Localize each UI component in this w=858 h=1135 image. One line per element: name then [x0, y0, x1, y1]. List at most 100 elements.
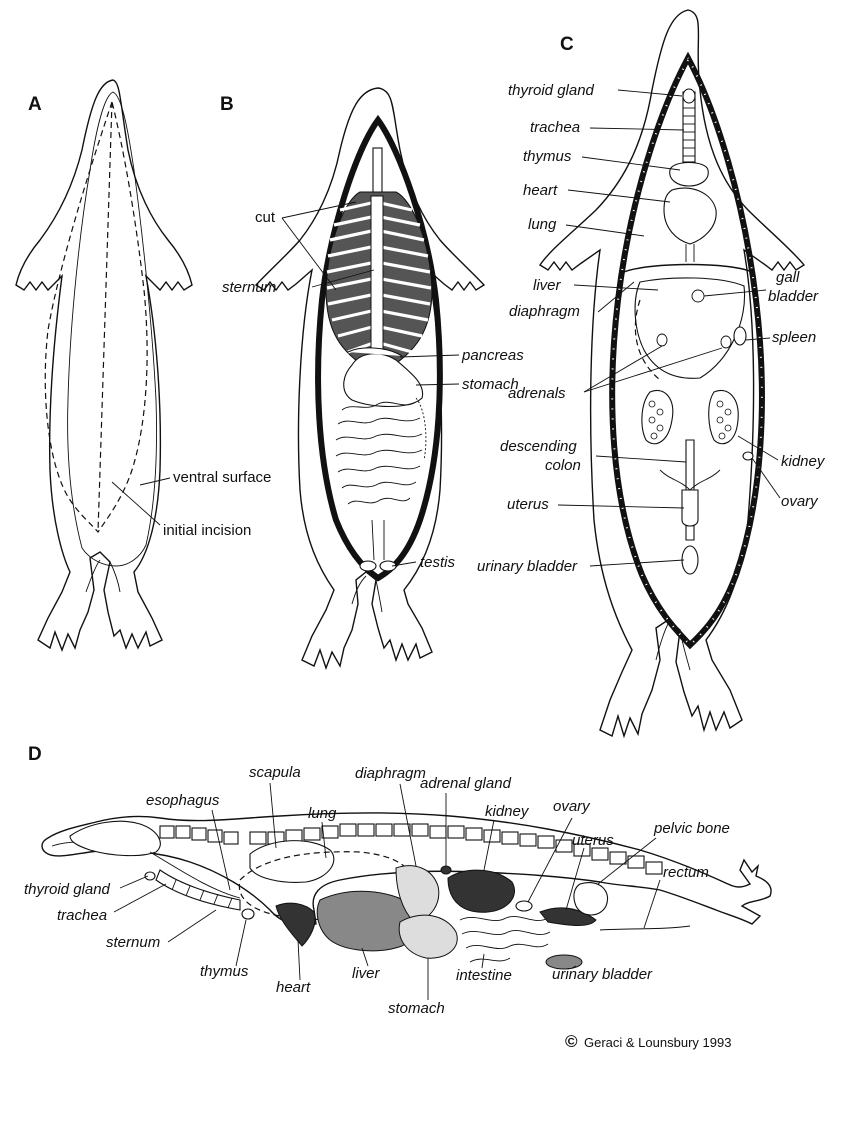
label-d-thymus: thymus	[200, 963, 249, 980]
label-c-uterus: uterus	[507, 496, 549, 513]
panel-b-trachea	[373, 148, 382, 193]
label-d-uterus: uterus	[572, 832, 614, 849]
panel-b-letter: B	[220, 94, 234, 115]
label-ventral-surface: ventral surface	[173, 469, 271, 486]
credit-text: Geraci & Lounsbury 1993	[584, 1035, 731, 1050]
panel-d-leader-trachea	[114, 884, 166, 912]
panel-b-rib-cage	[326, 192, 432, 370]
panel-a: A ventral surface initial incision	[16, 80, 271, 650]
panel-d-leader-sternum	[168, 910, 216, 942]
panel-d-rectum	[600, 926, 690, 930]
panel-d-heart	[276, 903, 315, 946]
label-c-urinary-bladder: urinary bladder	[477, 558, 578, 575]
label-d-heart: heart	[276, 979, 311, 996]
panel-d-ovary	[516, 901, 532, 911]
label-d-rectum: rectum	[663, 864, 709, 881]
panel-d-leader-thymus	[236, 920, 246, 966]
label-d-adrenal-gland: adrenal gland	[420, 775, 512, 792]
label-d-pelvic-bone: pelvic bone	[653, 820, 730, 837]
panel-c-urinary-bladder	[682, 546, 698, 574]
label-c-thymus: thymus	[523, 148, 572, 165]
panel-d-kidney	[448, 870, 515, 912]
panel-d-trachea	[156, 870, 240, 910]
panel-c-flipper-line	[656, 624, 690, 670]
panel-b-ducts	[372, 520, 384, 560]
panel-d-skull	[70, 821, 160, 855]
label-d-stomach: stomach	[388, 1000, 445, 1017]
label-d-trachea: trachea	[57, 907, 107, 924]
panel-c-spleen	[734, 327, 746, 345]
label-d-esophagus: esophagus	[146, 792, 220, 809]
label-c-adrenals: adrenals	[508, 385, 566, 402]
label-d-liver: liver	[352, 965, 381, 982]
panel-d-leader-intestine	[482, 954, 484, 968]
panel-d-thymus	[242, 909, 254, 919]
label-c-kidney: kidney	[781, 453, 826, 470]
label-d-diaphragm: diaphragm	[355, 765, 426, 782]
panel-d-thyroid-gland	[145, 872, 155, 880]
panel-a-letter: A	[28, 94, 42, 115]
label-c-spleen: spleen	[772, 329, 816, 346]
label-d-intestine: intestine	[456, 967, 512, 984]
panel-d-letter: D	[28, 744, 42, 765]
panel-b-leader-stomach	[416, 384, 459, 385]
label-d-scapula: scapula	[249, 764, 301, 781]
panel-b-stomach	[344, 354, 423, 407]
panel-b-testis-left	[360, 561, 376, 571]
panel-c-thyroid	[683, 89, 695, 103]
panel-d-leader-esophagus	[212, 810, 230, 890]
panel-c-thymus	[670, 163, 709, 187]
label-c-gall: gall	[776, 269, 800, 286]
label-c-liver: liver	[533, 277, 562, 294]
panel-c-letter: C	[560, 34, 574, 55]
label-pancreas: pancreas	[461, 347, 524, 364]
panel-c-vessels	[686, 244, 694, 262]
panel-d-intestine	[460, 916, 550, 962]
label-c-diaphragm: diaphragm	[509, 303, 580, 320]
panel-c-uterus	[682, 490, 698, 526]
panel-b-leader-pancreas	[400, 355, 459, 357]
label-c-bladder: bladder	[768, 288, 819, 305]
panel-c-diaphragm	[624, 265, 752, 273]
label-c-descending: descending	[500, 438, 577, 455]
copyright-symbol: ©	[565, 1032, 578, 1051]
panel-d-scapula	[250, 841, 334, 883]
label-testis: testis	[420, 554, 456, 571]
panel-c-leader-heart	[568, 190, 670, 202]
panel-c-kidney-right	[709, 390, 738, 443]
label-c-trachea: trachea	[530, 119, 580, 136]
panel-b-intestines	[336, 398, 426, 504]
label-c-ovary: ovary	[781, 493, 819, 510]
panel-c-heart	[664, 188, 716, 244]
panel-c-leader-adrenal-1	[584, 346, 662, 392]
panel-d: D	[24, 744, 771, 1017]
panel-c-liver	[635, 278, 744, 378]
label-d-urinary-bladder: urinary bladder	[552, 966, 653, 983]
label-initial-incision: initial incision	[163, 522, 251, 539]
panel-d-adrenal-gland	[441, 866, 451, 874]
label-d-sternum: sternum	[106, 934, 160, 951]
label-c-lung: lung	[528, 216, 557, 233]
panel-a-incision-line	[98, 102, 112, 532]
panel-b: B	[220, 88, 524, 668]
panel-c-ovary	[743, 452, 753, 460]
panel-d-leader-kidney	[484, 820, 494, 870]
panel-d-leader-ovary	[528, 818, 572, 902]
label-d-ovary: ovary	[553, 798, 591, 815]
panel-d-stomach	[399, 915, 457, 958]
panel-d-leader-thyroid	[120, 876, 148, 888]
label-c-thyroid-gland: thyroid gland	[508, 82, 595, 99]
panel-c: C	[477, 10, 826, 736]
panel-c-leader-trachea	[590, 128, 684, 130]
panel-d-pelvic-bone	[574, 883, 608, 915]
label-d-thyroid-gland: thyroid gland	[24, 881, 111, 898]
label-sternum: sternum	[222, 279, 276, 296]
label-c-colon: colon	[545, 457, 581, 474]
panel-a-ventral-outline	[68, 92, 157, 566]
credit-line: © Geraci & Lounsbury 1993	[565, 1032, 731, 1051]
label-cut: cut	[255, 209, 276, 226]
label-d-kidney: kidney	[485, 803, 530, 820]
panel-b-sternum-bar	[371, 196, 383, 356]
panel-d-leader-heart	[298, 940, 300, 980]
